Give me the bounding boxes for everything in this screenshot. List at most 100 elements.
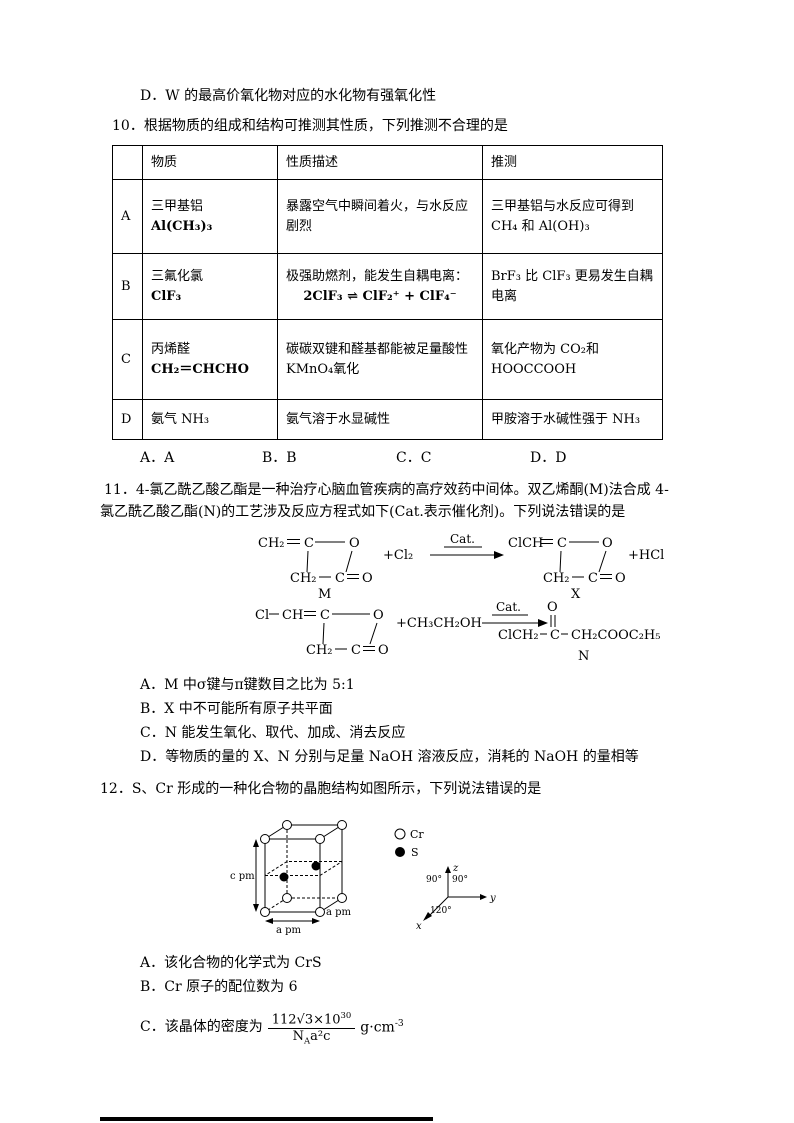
product-o-top: O [547,600,558,615]
m-c-bottom: C [335,571,345,586]
x2-ch2-bottom: CH₂ [306,643,333,658]
inference-cell: 甲胺溶于水碱性强于 NH₃ [482,399,663,441]
q10-option-b: B．B [262,450,297,467]
description-cell: 氨气溶于水显碱性 [277,399,483,441]
product-c-mid: C [550,628,560,643]
q11-option-a: A．M 中σ键与π键数目之比为 5:1 [140,677,355,694]
q12-unit-cell-figure: Cr S c pm a pm a pm 90° 90° 120° z y [230,809,570,937]
substance-name: 氨气 NH₃ [151,411,210,427]
inference-cell: 氧化产物为 CO₂和 HOOCCOOH [482,319,663,401]
c-arrow-up [253,839,259,848]
reaction-scheme-svg: CH₂ C O CH₂ C O M +Cl₂ Cat. ClCH C O CH₂… [255,532,664,664]
x2-o-bottom: O [378,643,389,658]
a-front-dimension-label: a pm [276,925,302,936]
legend-open-circle [394,828,406,840]
z-arrow [445,866,451,874]
units-base: g·cm [360,1019,395,1036]
q10-col-substance: 物质 [142,145,278,181]
x-o-top: O [602,536,613,551]
cr-atom [282,820,292,831]
bond-lines [269,539,612,652]
table-row-c: C 丙烯醛 CH₂＝CHCHO 碳碳双键和醛基都能被足量酸性 KMnO₄氧化 氧… [112,319,663,401]
m-label: M [318,587,331,602]
x-axis-label: x [416,921,422,932]
plus-ethanol: +CH₃CH₂OH [396,616,482,631]
substance-cell: 三甲基铝 Al(CH₃)₃ [142,179,278,255]
c-dimension-label: c pm [230,871,255,882]
m-c-top: C [304,536,314,551]
table-row-a: A 三甲基铝 Al(CH₃)₃ 暴露空气中瞬间着火，与水反应剧烈 三甲基铝与水反… [112,179,663,255]
substance-name: 三氟化氯 [151,268,204,284]
row-label: D [112,399,143,441]
legend: Cr S [394,828,424,859]
question-11-stem-line1: 11．4-氯乙酰乙酸乙酯是一种治疗心脑血管疾病的高疗效药中间体。双乙烯酮(M)法… [104,482,669,499]
table-row-d: D 氨气 NH₃ 氨气溶于水显碱性 甲胺溶于水碱性强于 NH₃ [112,399,663,441]
product-chain: CH₂COOC₂H₅ [571,628,660,643]
x2-ch-top: CH [282,608,303,623]
figure-text: c pm a pm a pm 90° 90° 120° z y x [230,863,496,936]
q10-col-description: 性质描述 [277,145,483,181]
x-arrow [423,912,432,922]
s-atom [279,872,289,882]
substance-formula: Al(CH₃)₃ [151,218,213,234]
x-ch2-bottom: CH₂ [543,571,570,586]
m-ch2-top: CH₂ [258,536,285,551]
numerator-exponent: 30 [340,1009,352,1020]
substance-formula: ClF₃ [151,288,182,304]
substance-name: 丙烯醛 [151,341,191,357]
a-arrow-left [265,918,273,925]
denominator-base: N [292,1029,305,1045]
cell-edges [264,824,343,913]
a-side-dimension-label: a pm [326,907,352,918]
m-ch2-bottom: CH₂ [290,571,317,586]
numerator-base: 112√3×10 [271,1012,341,1028]
x2-cl: Cl [255,608,269,623]
x2-o-top: O [373,608,384,623]
catalyst-label-2: Cat. [496,600,521,614]
self-ionization-equation: 2ClF₃ ⇌ ClF₂⁺ + ClF₄⁻ [303,288,457,304]
cr-atom [315,907,325,918]
q11-reaction-scheme: CH₂ C O CH₂ C O M +Cl₂ Cat. ClCH C O CH₂… [100,527,694,667]
x2-c-bottom: C [351,643,361,658]
s-atoms [279,861,321,882]
units-exponent: -3 [394,1018,404,1029]
q10-col-inference: 推测 [482,145,663,181]
question-10-stem: 10．根据物质的组成和结构可推测其性质，下列推测不合理的是 [112,117,508,134]
q12-option-a: A．该化合物的化学式为 CrS [140,955,322,972]
question-12-stem: 12．S、Cr 形成的一种化合物的晶胞结构如图所示，下列说法错误的是 [100,781,542,798]
cr-atom [260,834,270,845]
description-cell: 碳碳双键和醛基都能被足量酸性 KMnO₄氧化 [277,319,483,401]
question-9-option-d: D．W 的最高价氧化物对应的水化物有强氧化性 [140,88,437,104]
description-text: 碳碳双键和醛基都能被足量酸性 KMnO₄氧化 [286,341,469,377]
substance-name: 三甲基铝 [151,198,204,214]
arrow-head-2 [538,619,548,628]
angle-bottom-label: 120° [430,906,452,916]
x-c-top: C [557,536,567,551]
substance-cell: 三氟化氯 ClF₃ [142,253,278,321]
cr-atom [260,907,270,918]
substance-cell: 丙烯醛 CH₂＝CHCHO [142,319,278,401]
description-text: 氨气溶于水显碱性 [286,411,391,427]
table-row-b: B 三氟化氯 ClF₃ 极强助燃剂，能发生自耦电离： 2ClF₃ ⇌ ClF₂⁺… [112,253,663,321]
product-clch2: ClCH₂ [498,628,539,643]
a-arrow-right [312,918,320,925]
q11-option-d: D．等物质的量的 X、N 分别与足量 NaOH 溶液反应，消耗的 NaOH 的量… [140,749,639,766]
angle-right-label: 90° [452,875,468,885]
cr-atom [315,834,325,845]
legend-filled-circle [395,847,405,858]
substance-cell: 氨气 NH₃ [142,399,278,441]
q10-col-row-label [112,145,143,181]
dimension-marks [255,840,319,922]
description-cell: 极强助燃剂，能发生自耦电离： 2ClF₃ ⇌ ClF₂⁺ + ClF₄⁻ [277,253,483,321]
inference-cell: 三甲基铝与水反应可得到 CH₄ 和 Al(OH)₃ [482,179,663,255]
q10-option-a: A．A [140,450,175,467]
cr-atom [282,893,292,904]
n-label: N [578,649,589,664]
c-arrow-down [253,904,259,913]
q11-option-b: B．X 中不可能所有原子共平面 [140,701,333,718]
q10-option-d: D．D [530,450,567,467]
x-clch-top: ClCH [508,536,543,551]
question-11-stem-line2: 氯乙酰乙酸乙酯(N)的工艺涉及反应方程式如下(Cat.表示催化剂)。下列说法错误… [100,503,626,520]
